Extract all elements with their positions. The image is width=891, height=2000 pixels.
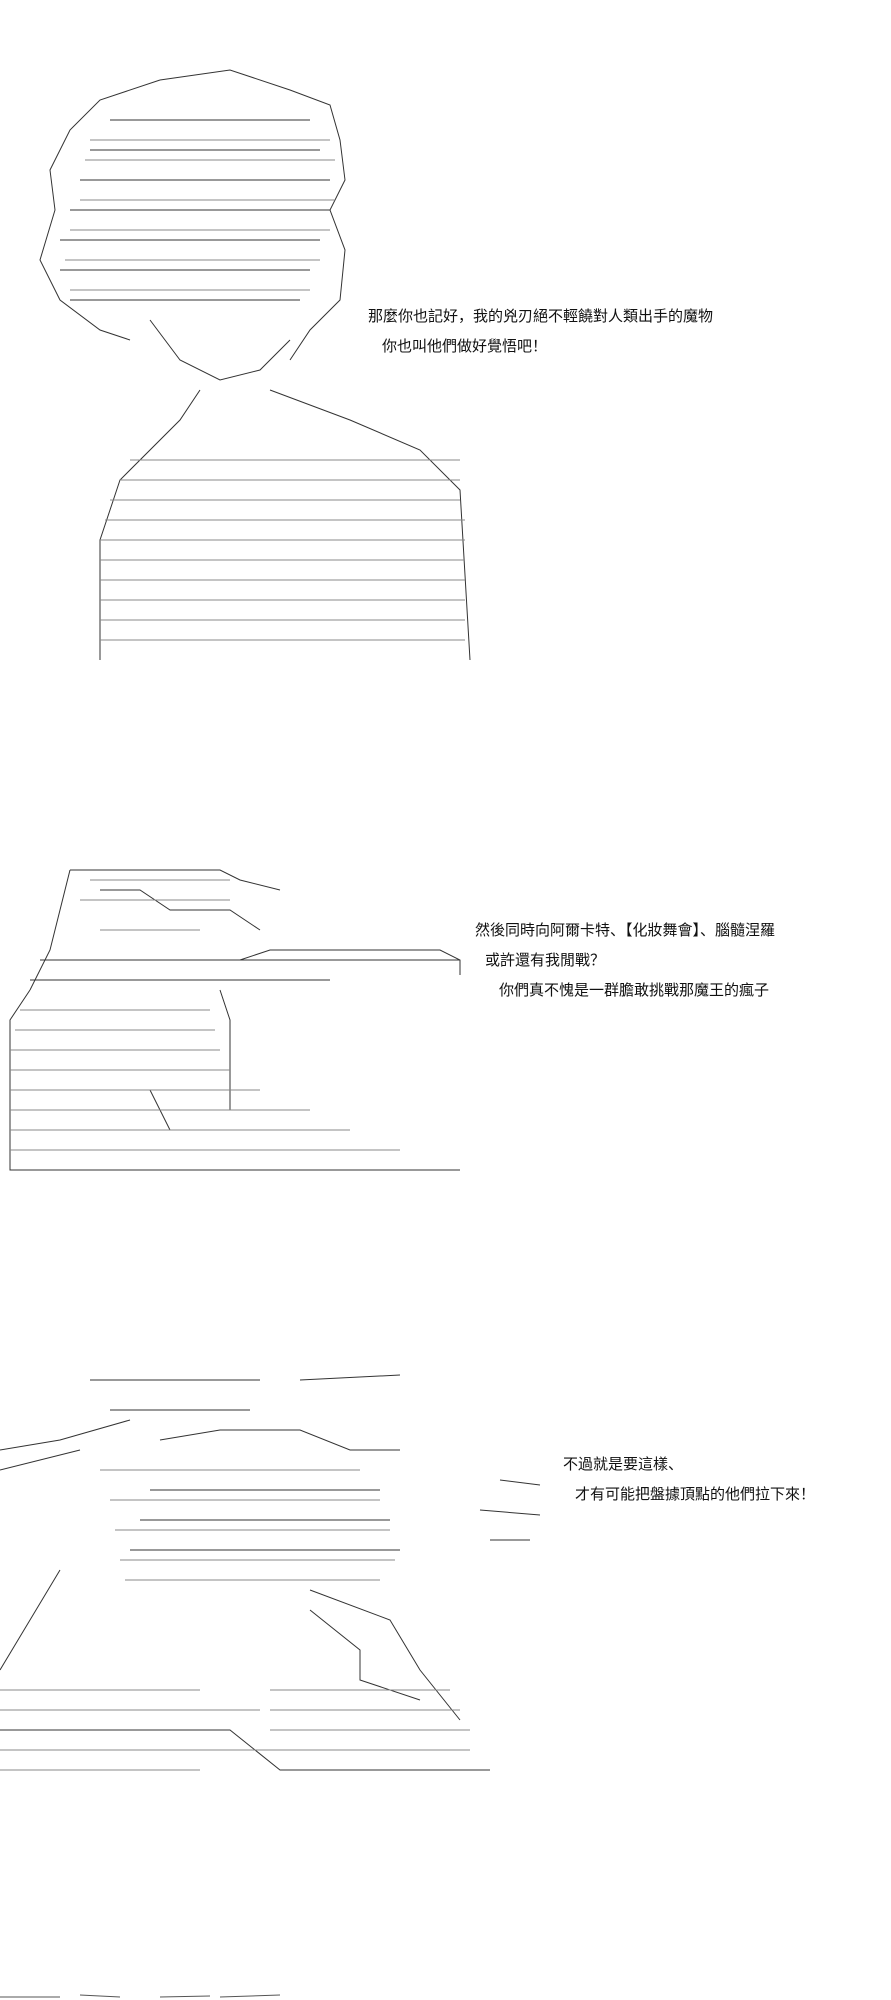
dialogue-line: 你也叫他們做好覺悟吧！ — [382, 337, 548, 355]
cutoff-art-strip — [0, 1994, 281, 1998]
action-pose-art — [0, 1374, 541, 1771]
dialogue-block-2: 然後同時向阿爾卡特、【化妝舞會】、腦髓涅羅 或許還有我閒戰？ 你們真不愧是一群膽… — [475, 920, 776, 999]
dialogue-line: 或許還有我閒戰？ — [485, 951, 606, 969]
hooded-figure-art — [9, 869, 461, 1171]
dialogue-line: 那麼你也記好，我的兇刃絕不輕饒對人類出手的魔物 — [368, 307, 714, 325]
dialogue-line: 不過就是要這樣、 — [563, 1455, 684, 1473]
dialogue-block-1: 那麼你也記好，我的兇刃絕不輕饒對人類出手的魔物 你也叫他們做好覺悟吧！ — [368, 306, 714, 355]
panel-2: 然後同時向阿爾卡特、【化妝舞會】、腦髓涅羅 或許還有我閒戰？ 你們真不愧是一群膽… — [0, 850, 891, 1190]
dialogue-block-3: 不過就是要這樣、 才有可能把盤據頂點的他們拉下來！ — [563, 1454, 815, 1503]
dialogue-line: 你們真不愧是一群膽敢挑戰那魔王的瘋子 — [499, 981, 770, 999]
dialogue-line: 然後同時向阿爾卡特、【化妝舞會】、腦髓涅羅 — [475, 921, 776, 939]
panel-3: 不過就是要這樣、 才有可能把盤據頂點的他們拉下來！ — [0, 1370, 891, 1790]
character-portrait-art — [39, 69, 471, 660]
panel-1: 那麼你也記好，我的兇刃絕不輕饒對人類出手的魔物 你也叫他們做好覺悟吧！ — [0, 60, 891, 660]
dialogue-line: 才有可能把盤據頂點的他們拉下來！ — [575, 1485, 816, 1503]
